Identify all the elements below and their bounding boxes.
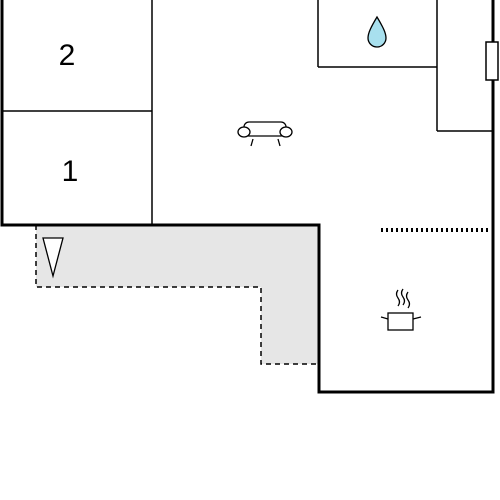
door-icon bbox=[485, 41, 499, 81]
water-drop-icon bbox=[367, 15, 387, 48]
sofa-icon bbox=[237, 121, 293, 147]
room-label-2: 2 bbox=[59, 39, 76, 72]
terrace-triangle-icon bbox=[42, 237, 64, 279]
terrace-dashed-outline bbox=[35, 225, 318, 365]
room-label-1: 1 bbox=[62, 155, 79, 188]
cooking-pot-icon bbox=[380, 288, 422, 331]
outer-wall bbox=[0, 0, 495, 394]
terrace-area bbox=[36, 225, 318, 364]
